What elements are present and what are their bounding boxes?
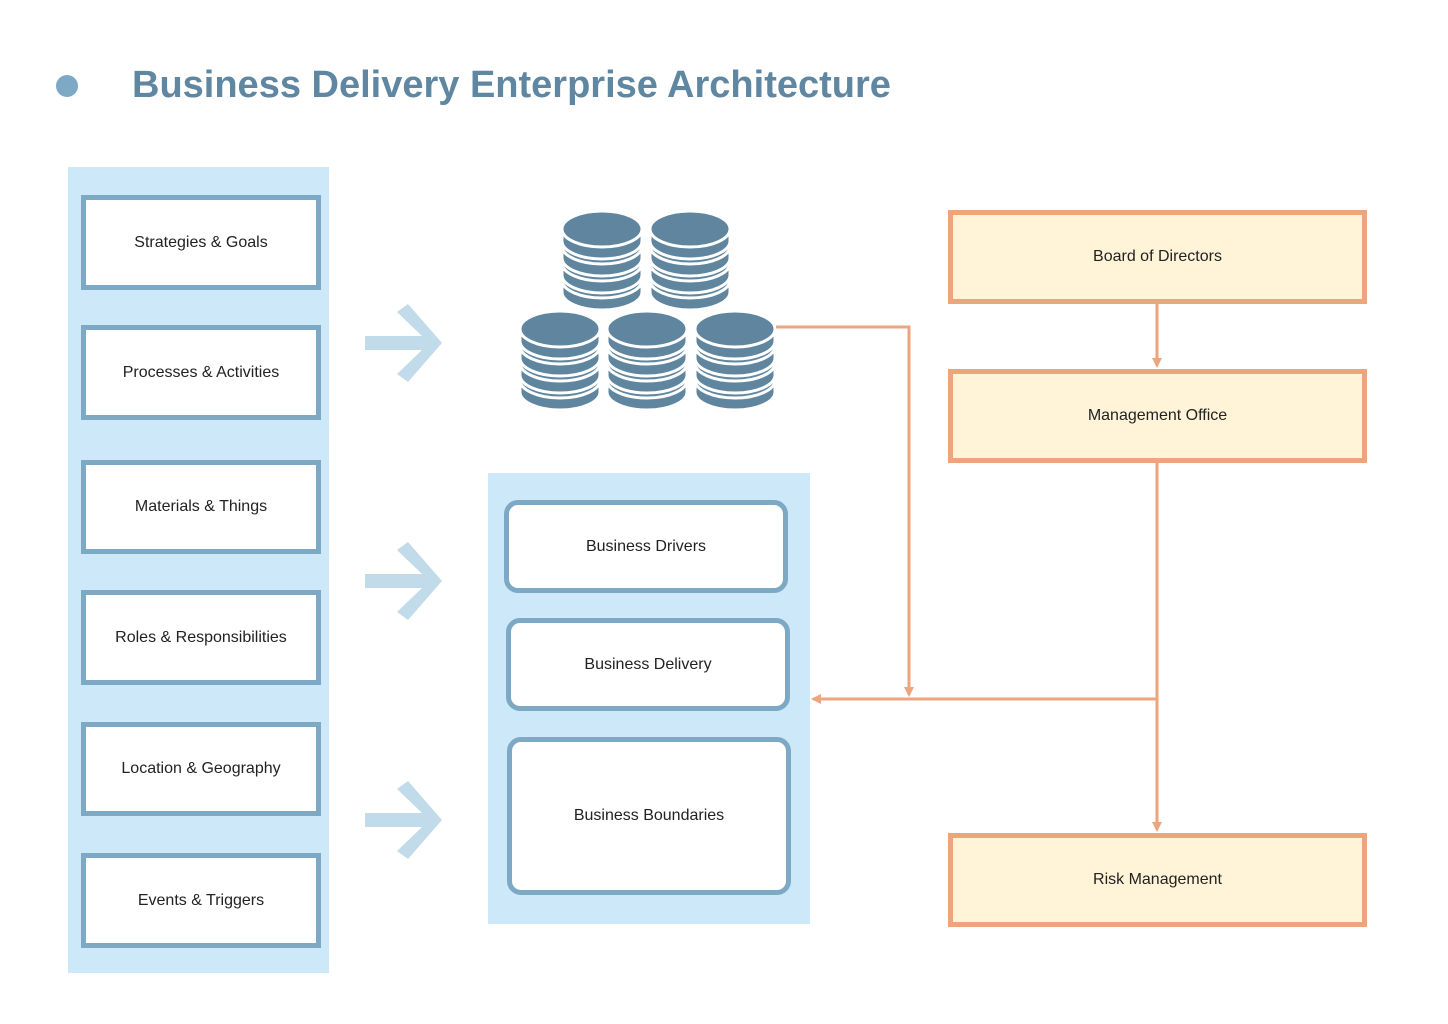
box-management-office: Management Office bbox=[948, 369, 1367, 463]
database-icon bbox=[560, 209, 644, 312]
page-title: Business Delivery Enterprise Architectur… bbox=[132, 64, 891, 106]
box-roles-responsibilities: Roles & Responsibilities bbox=[81, 590, 321, 685]
org-connectors bbox=[776, 302, 1162, 832]
box-materials-things: Materials & Things bbox=[81, 460, 321, 554]
chevron-arrow-right-icon bbox=[365, 781, 442, 859]
database-icon bbox=[605, 309, 689, 412]
left-panel bbox=[68, 167, 329, 973]
box-processes-activities: Processes & Activities bbox=[81, 325, 321, 420]
database-stack-icon bbox=[518, 209, 777, 412]
chevron-arrow-right-icon bbox=[365, 542, 442, 620]
box-strategies-goals: Strategies & Goals bbox=[81, 195, 321, 290]
box-business-delivery: Business Delivery bbox=[506, 618, 790, 711]
database-icon bbox=[518, 309, 602, 412]
box-board-of-directors: Board of Directors bbox=[948, 210, 1367, 304]
box-business-boundaries: Business Boundaries bbox=[507, 737, 791, 895]
title-bullet bbox=[56, 75, 78, 97]
box-events-triggers: Events & Triggers bbox=[81, 853, 321, 948]
box-risk-management: Risk Management bbox=[948, 833, 1367, 927]
chevron-arrow-right-icon bbox=[365, 304, 442, 382]
database-icon bbox=[648, 209, 732, 312]
box-location-geography: Location & Geography bbox=[81, 722, 321, 816]
database-icon bbox=[693, 309, 777, 412]
box-business-drivers: Business Drivers bbox=[504, 500, 788, 593]
